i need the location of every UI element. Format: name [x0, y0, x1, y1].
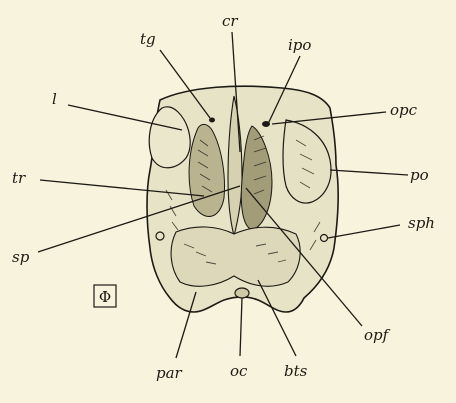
occipital-condyle	[235, 288, 249, 298]
label-bts: bts	[284, 362, 308, 380]
label-tr: tr	[12, 169, 26, 187]
label-opf: opf	[364, 326, 391, 344]
label-sp: sp	[12, 248, 30, 266]
basal-region	[171, 227, 300, 286]
leader-oc	[240, 298, 242, 356]
label-par: par	[156, 364, 183, 382]
tg-opening	[209, 118, 215, 123]
leader-sph	[328, 225, 400, 238]
label-opc: opc	[390, 101, 418, 119]
monogram-mark: Φ	[94, 285, 116, 307]
label-sph: sph	[408, 214, 435, 232]
label-ipo: ipo	[288, 36, 311, 54]
label-po: po	[410, 166, 429, 184]
leader-po	[330, 170, 408, 175]
label-tg: tg	[140, 30, 156, 48]
label-l: l	[52, 90, 57, 108]
monogram-glyph: Φ	[99, 288, 111, 306]
label-oc: oc	[230, 362, 248, 380]
label-cr: cr	[222, 12, 238, 30]
